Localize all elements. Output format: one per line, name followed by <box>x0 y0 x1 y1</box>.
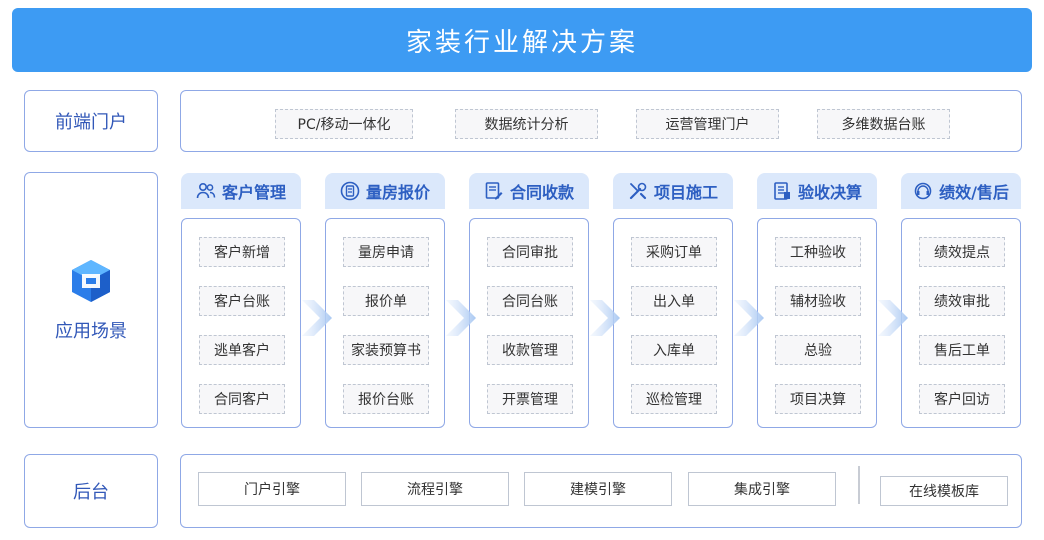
column-header-contract: 合同收款 <box>469 173 589 209</box>
row-label-app-text: 应用场景 <box>55 321 127 342</box>
column-title: 量房报价 <box>365 183 430 202</box>
flow-arrow-icon <box>878 300 908 336</box>
row-label-frontend-text: 前端门户 <box>55 112 127 133</box>
column-box-contract: 合同审批 合同台账 收款管理 开票管理 <box>469 218 589 428</box>
column-item: 开票管理 <box>487 384 573 414</box>
column-item: 售后工单 <box>919 335 1005 365</box>
column-item: 量房申请 <box>343 237 429 267</box>
column-box-performance: 绩效提点 绩效审批 售后工单 客户回访 <box>901 218 1021 428</box>
row-label-backend-text: 后台 <box>73 482 109 503</box>
column-item: 家装预算书 <box>343 335 429 365</box>
column-box-quote: 量房申请 报价单 家装预算书 报价台账 <box>325 218 445 428</box>
flow-arrow-icon <box>734 300 764 336</box>
row-label-app: 应用场景 <box>24 172 158 428</box>
column-item: 采购订单 <box>631 237 717 267</box>
column-header-quote: 量房报价 <box>325 173 445 209</box>
column-item: 绩效审批 <box>919 286 1005 316</box>
column-box-acceptance: 工种验收 辅材验收 总验 项目决算 <box>757 218 877 428</box>
column-item: 项目决算 <box>775 384 861 414</box>
column-item: 总验 <box>775 335 861 365</box>
column-title: 合同收款 <box>509 183 574 202</box>
title-bar: 家装行业解决方案 <box>12 8 1032 72</box>
frontend-item: PC/移动一体化 <box>275 109 413 139</box>
column-item: 客户台账 <box>199 286 285 316</box>
document-icon <box>774 182 790 200</box>
contract-icon <box>485 182 503 200</box>
column-header-construction: 项目施工 <box>613 173 733 209</box>
frontend-panel: PC/移动一体化 数据统计分析 运营管理门户 多维数据台账 <box>180 90 1022 152</box>
column-item: 报价单 <box>343 286 429 316</box>
column-item: 绩效提点 <box>919 237 1005 267</box>
column-item: 入库单 <box>631 335 717 365</box>
column-item: 巡检管理 <box>631 384 717 414</box>
flow-arrow-icon <box>302 300 332 336</box>
column-header-performance: 绩效/售后 <box>901 173 1021 209</box>
cube-logo-icon <box>72 260 110 302</box>
backend-engine: 建模引擎 <box>524 472 672 506</box>
column-box-construction: 采购订单 出入单 入库单 巡检管理 <box>613 218 733 428</box>
column-item: 合同台账 <box>487 286 573 316</box>
frontend-item: 多维数据台账 <box>817 109 950 139</box>
frontend-item: 运营管理门户 <box>636 109 779 139</box>
column-box-customer: 客户新增 客户台账 逃单客户 合同客户 <box>181 218 301 428</box>
backend-engine: 集成引擎 <box>688 472 836 506</box>
column-item: 客户回访 <box>919 384 1005 414</box>
divider <box>858 466 860 504</box>
page-title: 家装行业解决方案 <box>405 27 638 58</box>
backend-engine: 门户引擎 <box>198 472 346 506</box>
column-header-acceptance: 验收决算 <box>757 173 877 209</box>
column-title: 验收决算 <box>797 183 862 202</box>
column-header-customer: 客户管理 <box>181 173 301 209</box>
column-title: 客户管理 <box>221 183 286 202</box>
row-label-frontend: 前端门户 <box>24 90 158 152</box>
row-label-backend: 后台 <box>24 454 158 528</box>
column-item: 报价台账 <box>343 384 429 414</box>
column-item: 合同客户 <box>199 384 285 414</box>
frontend-item: 数据统计分析 <box>455 109 598 139</box>
headset-icon <box>914 182 932 200</box>
flow-arrow-icon <box>446 300 476 336</box>
column-item: 逃单客户 <box>199 335 285 365</box>
column-item: 辅材验收 <box>775 286 861 316</box>
flow-arrow-icon <box>590 300 620 336</box>
column-item: 收款管理 <box>487 335 573 365</box>
column-title: 绩效/售后 <box>939 183 1009 202</box>
column-item: 合同审批 <box>487 237 573 267</box>
template-library: 在线模板库 <box>880 476 1008 506</box>
column-item: 客户新增 <box>199 237 285 267</box>
calculator-icon <box>340 181 360 201</box>
users-icon <box>196 182 216 199</box>
tools-icon <box>629 182 647 200</box>
column-item: 出入单 <box>631 286 717 316</box>
column-item: 工种验收 <box>775 237 861 267</box>
backend-engine: 流程引擎 <box>361 472 509 506</box>
column-title: 项目施工 <box>653 183 718 202</box>
